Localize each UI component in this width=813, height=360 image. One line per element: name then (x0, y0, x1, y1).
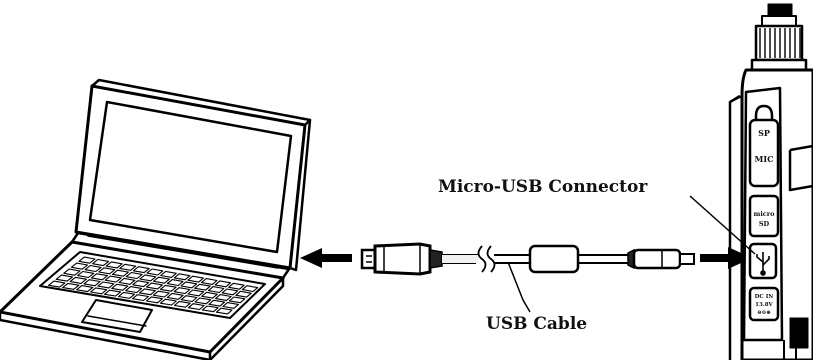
keyboard-key (104, 275, 122, 283)
dc-in-label: DC IN (755, 294, 774, 300)
right-arrow-icon (700, 247, 752, 269)
keyboard-key (173, 300, 191, 308)
dc-in-cover (748, 286, 780, 322)
ferrite-core (528, 244, 580, 274)
keyboard-key (222, 302, 239, 309)
keyboard-key (84, 264, 102, 273)
dc-polarity-label: ⊖⊙⊕ (757, 310, 771, 316)
keyboard-key (173, 273, 191, 281)
keyboard-key (166, 292, 184, 300)
keyboard-key (200, 278, 218, 285)
keyboard-key (97, 281, 115, 289)
keyboard-keys (48, 256, 259, 315)
sp-jack-label: SP (758, 128, 770, 138)
keyboard-key (138, 288, 156, 296)
keyboard-key (132, 266, 150, 274)
usb-trident-icon (756, 252, 770, 276)
laptop-screen (88, 100, 293, 254)
keyboard-key (187, 303, 205, 311)
cable-label: USB Cable (486, 314, 587, 334)
keyboard-key (139, 274, 157, 282)
keyboard-key (153, 276, 170, 284)
keyboard-key (70, 262, 89, 270)
keyboard-key (63, 268, 81, 276)
cable-leader-line (507, 261, 531, 313)
micro-sd-label: micro (753, 210, 775, 218)
usb-cable (360, 242, 695, 276)
keyboard-key (214, 280, 232, 288)
keyboard-key (152, 290, 170, 298)
keyboard-key (125, 286, 143, 294)
keyboard-key (180, 281, 198, 289)
keyboard-key (166, 279, 184, 287)
keyboard-key (194, 297, 212, 305)
keyboard-key (62, 282, 80, 290)
keyboard-key (111, 283, 129, 291)
keyboard-key (98, 267, 116, 275)
micro-usb-plug (627, 248, 695, 270)
keyboard-key (125, 271, 143, 280)
keyboard-key (111, 269, 129, 277)
keyboard-key (235, 290, 252, 298)
usb-a-plug (360, 242, 443, 276)
keyboard-key (90, 287, 108, 295)
keyboard-key (187, 289, 205, 297)
keyboard-key (215, 307, 233, 315)
keyboard-key (215, 294, 232, 301)
keyboard-key (83, 279, 101, 287)
keyboard-key (48, 280, 66, 288)
keyboard-key (180, 295, 198, 303)
connector-leader-line (689, 195, 756, 255)
cable-break-mark (477, 245, 487, 273)
keyboard-key (77, 270, 95, 279)
dc-voltage-label: 13.8V (755, 302, 773, 308)
keyboard-key (92, 258, 110, 267)
laptop (0, 78, 312, 360)
keyboard-key (201, 305, 219, 313)
keyboard-key (131, 294, 150, 302)
keyboard-key (76, 285, 94, 293)
keyboard-key (221, 288, 239, 296)
sp-mic-cover (748, 118, 780, 188)
mic-jack-label: MIC (755, 154, 774, 164)
keyboard-key (159, 284, 177, 292)
keyboard-key (90, 273, 108, 281)
keyboard-key (55, 274, 74, 282)
keyboard-key (118, 277, 136, 285)
keyboard-key (241, 285, 259, 293)
keyboard-key (119, 263, 137, 271)
keyboard-key (228, 282, 245, 290)
keyboard-key (173, 287, 191, 295)
keyboard-key (145, 296, 163, 304)
keyboard-key (103, 289, 122, 297)
micro-sd-cover (748, 194, 780, 238)
keyboard-key (146, 268, 164, 276)
keyboard-key (207, 286, 225, 294)
connector-label: Micro-USB Connector (438, 177, 648, 197)
keyboard-key (159, 298, 177, 306)
handheld-radio: SP MIC micro SD DC IN 13.8V ⊖⊙⊕ (728, 3, 813, 360)
volume-knob (750, 3, 808, 72)
keyboard-key (132, 280, 150, 288)
micro-sd-label-2: SD (759, 220, 770, 228)
keyboard-key (201, 291, 218, 299)
keyboard-key (187, 275, 204, 283)
keyboard-key (117, 291, 136, 299)
keyboard-key (105, 261, 123, 269)
keyboard-key (208, 299, 226, 307)
left-arrow-icon (300, 248, 352, 268)
keyboard-key (146, 282, 163, 290)
keyboard-key (69, 276, 87, 284)
keyboard-key (228, 296, 246, 304)
keyboard-key (160, 270, 177, 278)
keyboard-key (194, 283, 211, 291)
keyboard-key (78, 256, 96, 264)
